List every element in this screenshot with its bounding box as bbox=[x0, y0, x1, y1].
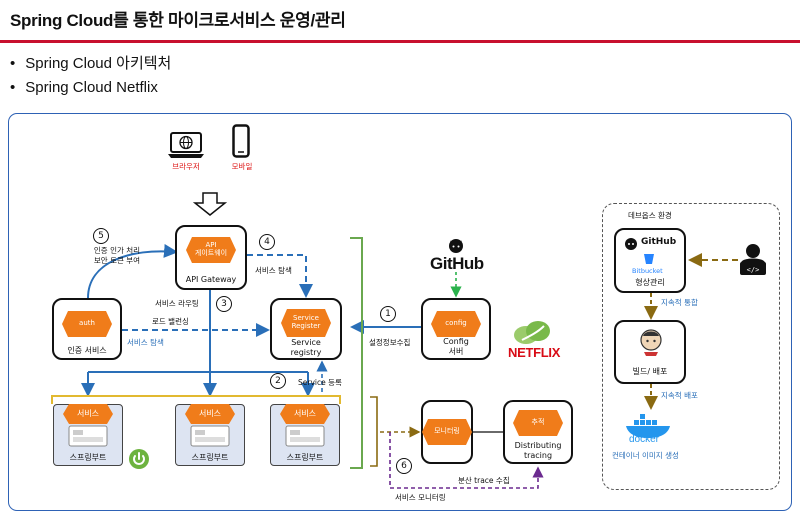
service-hex-2: 서비스 bbox=[185, 404, 235, 424]
page-title: Spring Cloud를 통한 마이크로서비스 운영/관리 bbox=[10, 11, 346, 30]
service-ui-icon-3 bbox=[285, 425, 325, 447]
step-3-marker: 3 bbox=[216, 296, 232, 312]
bitbucket-icon bbox=[644, 254, 654, 264]
browser-icon bbox=[168, 132, 204, 158]
tracing-hex: 추적 bbox=[513, 410, 563, 436]
service-register-annotation: Service 등록 bbox=[298, 378, 342, 387]
routing-annotation: 서비스 라우팅 bbox=[155, 299, 199, 308]
bitbucket-text: Bitbucket bbox=[632, 267, 663, 275]
ci-label: 지속적 통합 bbox=[661, 298, 698, 307]
auth-to-gateway-arrow bbox=[87, 243, 178, 299]
api-gateway-label: API Gateway bbox=[185, 275, 237, 284]
service-register-hex: Service Register bbox=[281, 309, 331, 337]
github-octocat-icon bbox=[449, 239, 463, 253]
step-1-marker: 1 bbox=[380, 306, 396, 322]
devops-title: 데브옵스 환경 bbox=[628, 211, 672, 220]
spring-cloud-leaf-icon bbox=[514, 321, 550, 344]
jenkins-icon bbox=[640, 329, 662, 356]
trace-collect-annotation: 분산 trace 수집 bbox=[458, 476, 510, 485]
service-registry-label: Service registry bbox=[290, 338, 322, 357]
service-registry-box bbox=[270, 298, 342, 360]
green-bracket bbox=[350, 237, 363, 469]
developer-icon: </> bbox=[740, 244, 766, 275]
build-label: 빌드/ 배포 bbox=[632, 367, 668, 376]
auth-label: 인증 서비스 bbox=[67, 346, 107, 355]
docker-whale-icon bbox=[626, 414, 670, 438]
service-ui-icon-2 bbox=[190, 425, 230, 447]
service-monitoring-annotation: 서비스 모니터링 bbox=[395, 493, 446, 502]
step-4-marker: 4 bbox=[259, 234, 275, 250]
netflix-logo-text: NETFLIX bbox=[508, 345, 561, 360]
load-balancing-annotation: 로드 밸런싱 bbox=[152, 317, 189, 326]
auth-step-annotation: 인증 인가 처리 보안 토큰 부여 bbox=[93, 246, 141, 265]
config-server-label: Config 서버 bbox=[443, 337, 469, 356]
bullet-architecture: Spring Cloud 아키텍처 bbox=[10, 52, 171, 73]
step-6-marker: 6 bbox=[396, 458, 412, 474]
service-label-3: 스프링부트 bbox=[286, 453, 324, 462]
discovery-annotation: 서비스 탐색 bbox=[255, 266, 292, 275]
github-scm-icon bbox=[625, 238, 637, 250]
scm-label: 형상관리 bbox=[635, 278, 665, 287]
auth-hex: auth bbox=[62, 311, 112, 337]
brown-bracket bbox=[370, 396, 378, 467]
mobile-icon bbox=[232, 124, 250, 158]
devops-frame bbox=[602, 203, 780, 490]
bullet-netflix: Spring Cloud Netflix bbox=[10, 79, 158, 96]
container-image-label: 컨테이너 이미지 생성 bbox=[612, 451, 679, 460]
architecture-frame bbox=[8, 113, 792, 511]
step-5-marker: 5 bbox=[93, 228, 109, 244]
service-ui-icon-1 bbox=[68, 425, 108, 447]
config-collect-annotation: 설정정보수집 bbox=[369, 338, 411, 347]
monitoring-hex: 모니터링 bbox=[422, 419, 472, 445]
auth-discovery-annotation: 서비스 탐색 bbox=[127, 338, 164, 347]
service-hex-3: 서비스 bbox=[280, 404, 330, 424]
svg-text:</>: </> bbox=[747, 266, 760, 274]
docker-text: docker bbox=[629, 434, 660, 445]
services-bracket bbox=[51, 395, 341, 404]
api-gateway-hex: API 게이트웨이 bbox=[186, 237, 236, 263]
browser-label: 브라우저 bbox=[172, 162, 200, 171]
service-label-2: 스프링부트 bbox=[191, 453, 229, 462]
mobile-label: 모바일 bbox=[231, 162, 253, 171]
trace-collect-arrow bbox=[389, 432, 544, 489]
step-2-marker: 2 bbox=[270, 373, 286, 389]
spring-boot-icon bbox=[129, 449, 149, 469]
github-logo-text: GitHub bbox=[430, 254, 484, 273]
title-underline bbox=[0, 40, 800, 43]
tracing-label: Distributing tracing bbox=[514, 441, 562, 460]
config-hex: config bbox=[431, 311, 481, 337]
service-label-1: 스프링부트 bbox=[69, 453, 107, 462]
scm-github-text: GitHub bbox=[641, 237, 677, 247]
client-request-arrow bbox=[192, 192, 228, 216]
cd-label: 지속적 배포 bbox=[661, 391, 698, 400]
service-hex-1: 서비스 bbox=[63, 404, 113, 424]
